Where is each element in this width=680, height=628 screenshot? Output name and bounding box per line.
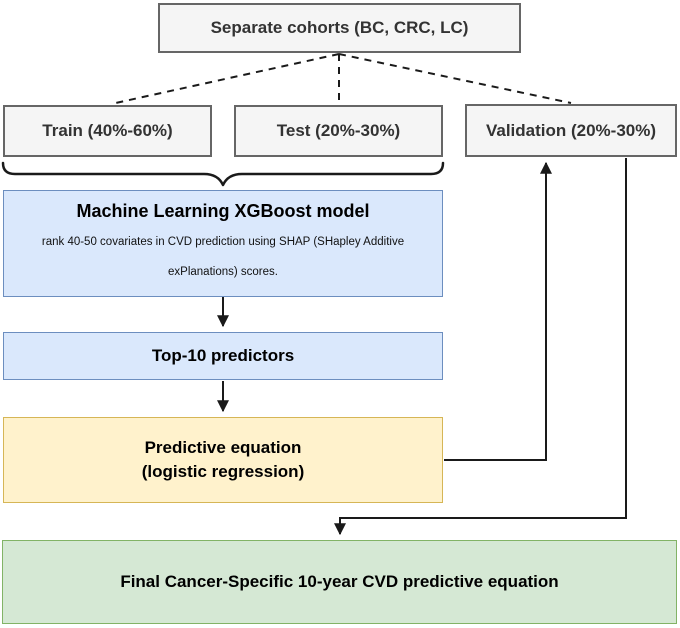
dashed-connector-cohorts-validation xyxy=(338,53,572,104)
predictive-equation-line2: (logistic regression) xyxy=(141,462,305,481)
brace-train-test xyxy=(1,161,445,187)
predictive-equation-box: Predictive equation (logistic regression… xyxy=(3,417,443,503)
top10-predictors-label: Top-10 predictors xyxy=(151,346,295,365)
final-equation-label: Final Cancer-Specific 10-year CVD predic… xyxy=(120,572,559,591)
test-split-label: Test (20%-30%) xyxy=(276,121,401,140)
predictive-equation-line1: Predictive equation xyxy=(144,438,302,457)
dashed-connector-cohorts-train xyxy=(110,53,340,105)
validation-split-label: Validation (20%-30%) xyxy=(485,120,657,140)
validation-split-box: Validation (20%-30%) xyxy=(465,104,677,157)
top10-predictors-box: Top-10 predictors xyxy=(3,332,443,380)
test-split-box: Test (20%-30%) xyxy=(234,105,443,157)
train-split-label: Train (40%-60%) xyxy=(42,121,173,140)
xgboost-model-description-line2: exPlanations) scores. xyxy=(168,265,278,278)
xgboost-model-title: Machine Learning XGBoost model xyxy=(76,200,370,221)
final-equation-box: Final Cancer-Specific 10-year CVD predic… xyxy=(2,540,677,624)
cohorts-label: Separate cohorts (BC, CRC, LC) xyxy=(210,18,469,37)
cohorts-box: Separate cohorts (BC, CRC, LC) xyxy=(158,3,521,53)
arrow-validation-to-final xyxy=(334,158,627,536)
xgboost-model-box: Machine Learning XGBoost model rank 40-5… xyxy=(3,190,443,297)
train-split-box: Train (40%-60%) xyxy=(3,105,212,157)
xgboost-model-description-line1: rank 40-50 covariates in CVD prediction … xyxy=(41,235,405,248)
arrow-predictive-to-validation xyxy=(444,161,552,461)
